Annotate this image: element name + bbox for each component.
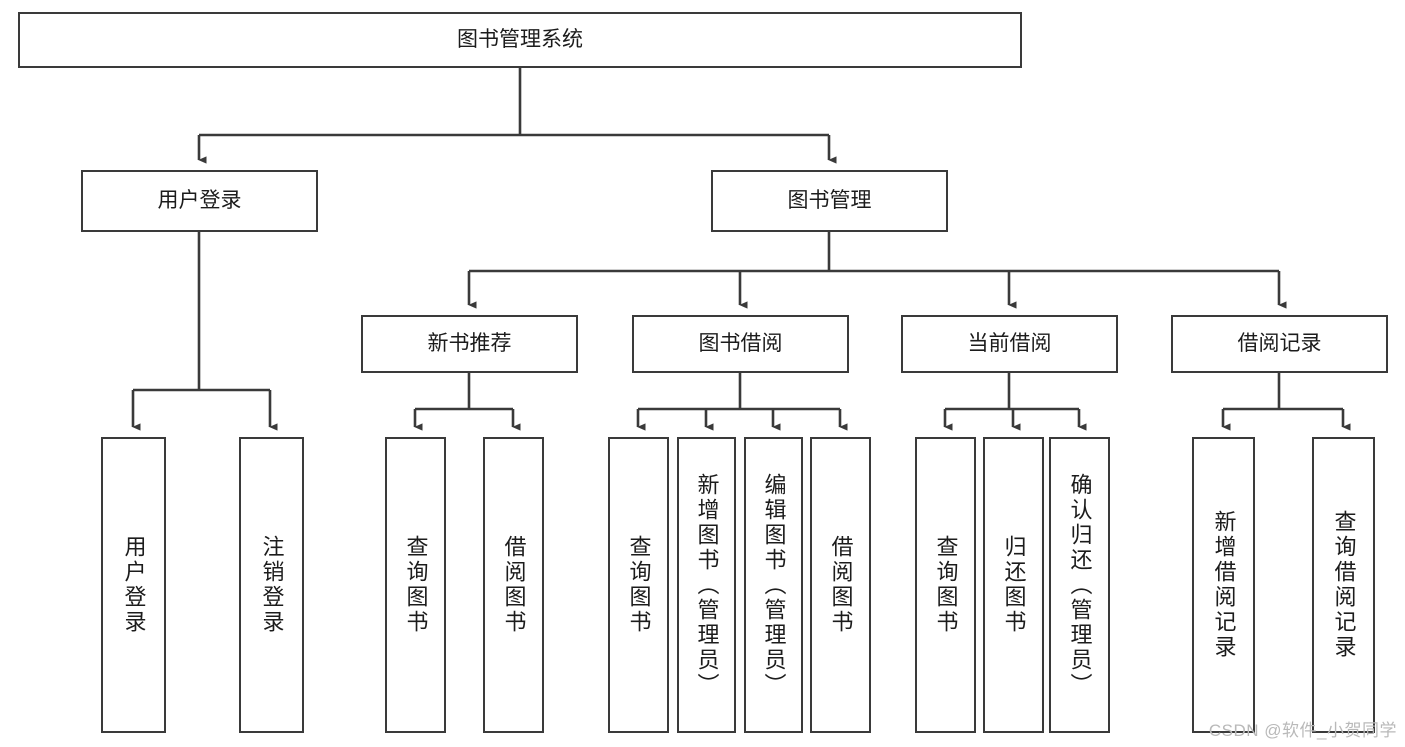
node-label: 当前借阅	[967, 332, 1052, 356]
node-label: 借阅图书	[501, 535, 527, 635]
node-new-book-recommend[interactable]: 新书推荐	[361, 315, 578, 373]
node-label: 查询借阅记录	[1331, 510, 1357, 660]
node-leaf-borrow-book-2[interactable]: 借阅图书	[810, 437, 871, 733]
node-book-management-system[interactable]: 图书管理系统	[18, 12, 1022, 68]
node-leaf-query-borrow-record[interactable]: 查询借阅记录	[1312, 437, 1375, 733]
node-label: 查询图书	[403, 535, 429, 635]
node-current-borrow[interactable]: 当前借阅	[901, 315, 1118, 373]
node-label: 图书管理	[787, 189, 872, 213]
node-label: 用户登录	[157, 189, 242, 213]
node-label: 查询图书	[933, 535, 959, 635]
node-leaf-add-borrow-record[interactable]: 新增借阅记录	[1192, 437, 1255, 733]
node-label: 注销登录	[259, 535, 285, 635]
node-label: 用户登录	[121, 535, 147, 635]
node-book-borrow[interactable]: 图书借阅	[632, 315, 849, 373]
node-user-login[interactable]: 用户登录	[81, 170, 318, 232]
node-label: 图书管理系统	[457, 28, 583, 52]
node-book-manage[interactable]: 图书管理	[711, 170, 948, 232]
node-leaf-query-book-3[interactable]: 查询图书	[915, 437, 976, 733]
node-label: 确认归还（管理员）	[1067, 472, 1093, 698]
node-label: 新增借阅记录	[1211, 510, 1237, 660]
node-label: 编辑图书（管理员）	[761, 472, 787, 698]
node-leaf-logout[interactable]: 注销登录	[239, 437, 304, 733]
node-leaf-query-book-1[interactable]: 查询图书	[385, 437, 446, 733]
node-leaf-edit-book[interactable]: 编辑图书（管理员）	[744, 437, 803, 733]
node-leaf-query-book-2[interactable]: 查询图书	[608, 437, 669, 733]
node-label: 归还图书	[1001, 535, 1027, 635]
node-label: 借阅记录	[1237, 332, 1322, 356]
node-label: 借阅图书	[828, 535, 854, 635]
node-borrow-record[interactable]: 借阅记录	[1171, 315, 1388, 373]
csdn-watermark: CSDN @软件_小贺同学	[1208, 721, 1397, 740]
node-label: 新书推荐	[427, 332, 512, 356]
node-leaf-user-login[interactable]: 用户登录	[101, 437, 166, 733]
node-label: 新增图书（管理员）	[694, 472, 720, 698]
node-label: 图书借阅	[698, 332, 783, 356]
node-leaf-return-book[interactable]: 归还图书	[983, 437, 1044, 733]
node-leaf-borrow-book-1[interactable]: 借阅图书	[483, 437, 544, 733]
node-leaf-add-book[interactable]: 新增图书（管理员）	[677, 437, 736, 733]
node-label: 查询图书	[626, 535, 652, 635]
node-leaf-confirm-return[interactable]: 确认归还（管理员）	[1049, 437, 1110, 733]
